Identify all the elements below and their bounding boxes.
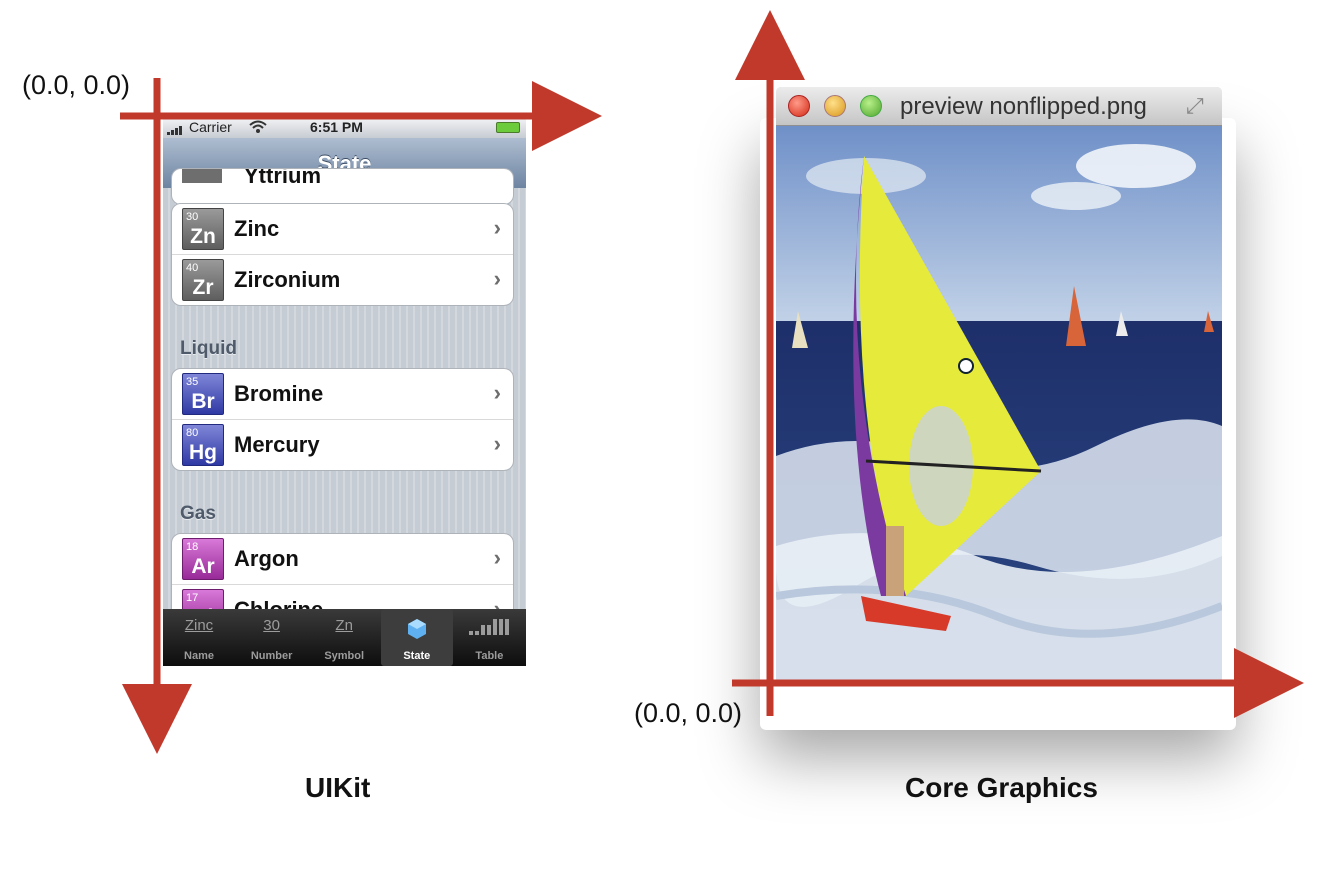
element-name: Zirconium [234,267,341,292]
partial-row-label: Yttrium [244,168,321,188]
uikit-caption: UIKit [305,772,371,803]
element-name: Argon [234,546,299,571]
wifi-icon [249,120,267,137]
grid-icon [453,617,525,643]
tab-state[interactable]: State [380,609,453,666]
chevron-right-icon: › [493,266,501,291]
fullscreen-icon[interactable]: ⤢ [1186,93,1204,118]
battery-icon [496,122,520,133]
chevron-right-icon: › [493,431,501,456]
tab-label: Number [250,650,293,662]
partial-tile [182,169,222,183]
tab-label: Symbol [324,650,365,662]
element-name: Bromine [234,381,324,406]
close-button[interactable] [788,95,810,117]
section-header-liquid: Liquid [180,338,237,359]
element-name: Zinc [234,216,280,241]
windsurfer-photo [776,126,1222,680]
atomic-number: 18 [186,541,199,553]
status-time: 6:51 PM [310,119,363,135]
chevron-right-icon: › [494,596,501,622]
section-header-gas: Gas [180,503,216,524]
tab-icon-symbol: Zn [335,617,353,634]
cube-icon [381,617,453,647]
tab-table[interactable]: Table [453,609,525,666]
tab-label: Name [184,650,214,662]
window-titlebar[interactable]: preview nonflipped.png ⤢ [776,87,1222,126]
uikit-origin-label: (0.0, 0.0) [22,70,131,100]
atomic-number: 17 [186,592,199,604]
cg-origin-label: (0.0, 0.0) [634,698,743,728]
chevron-right-icon: › [493,215,501,240]
carrier-label: Carrier [189,119,232,135]
tab-label: Table [475,650,504,662]
chevron-right-icon: › [493,545,501,570]
element-symbol: Br [191,390,215,413]
tab-icon-name: Zinc [184,617,214,634]
status-bar: Carrier 6:51 PM [163,118,526,138]
window-title: preview nonflipped.png [900,93,1147,120]
minimize-button[interactable] [824,95,846,117]
atomic-number: 80 [186,427,199,439]
cg-caption: Core Graphics [905,772,1098,803]
atomic-number: 30 [186,211,199,223]
partial-row[interactable]: Yttrium [171,168,514,205]
tab-icon-number: 30 [263,617,280,634]
atomic-number: 40 [186,262,199,274]
chevron-right-icon: › [493,380,501,405]
preview-window: preview nonflipped.png ⤢ [776,87,1222,680]
atomic-number: 35 [186,376,199,388]
element-symbol: Ar [191,555,215,578]
element-symbol: Zr [192,276,214,299]
zoom-button[interactable] [860,95,882,117]
element-symbol: Hg [189,441,217,464]
signal-icon [167,123,187,138]
element-symbol: Zn [190,225,216,248]
element-name: Mercury [234,432,320,457]
tab-label: State [403,650,431,662]
